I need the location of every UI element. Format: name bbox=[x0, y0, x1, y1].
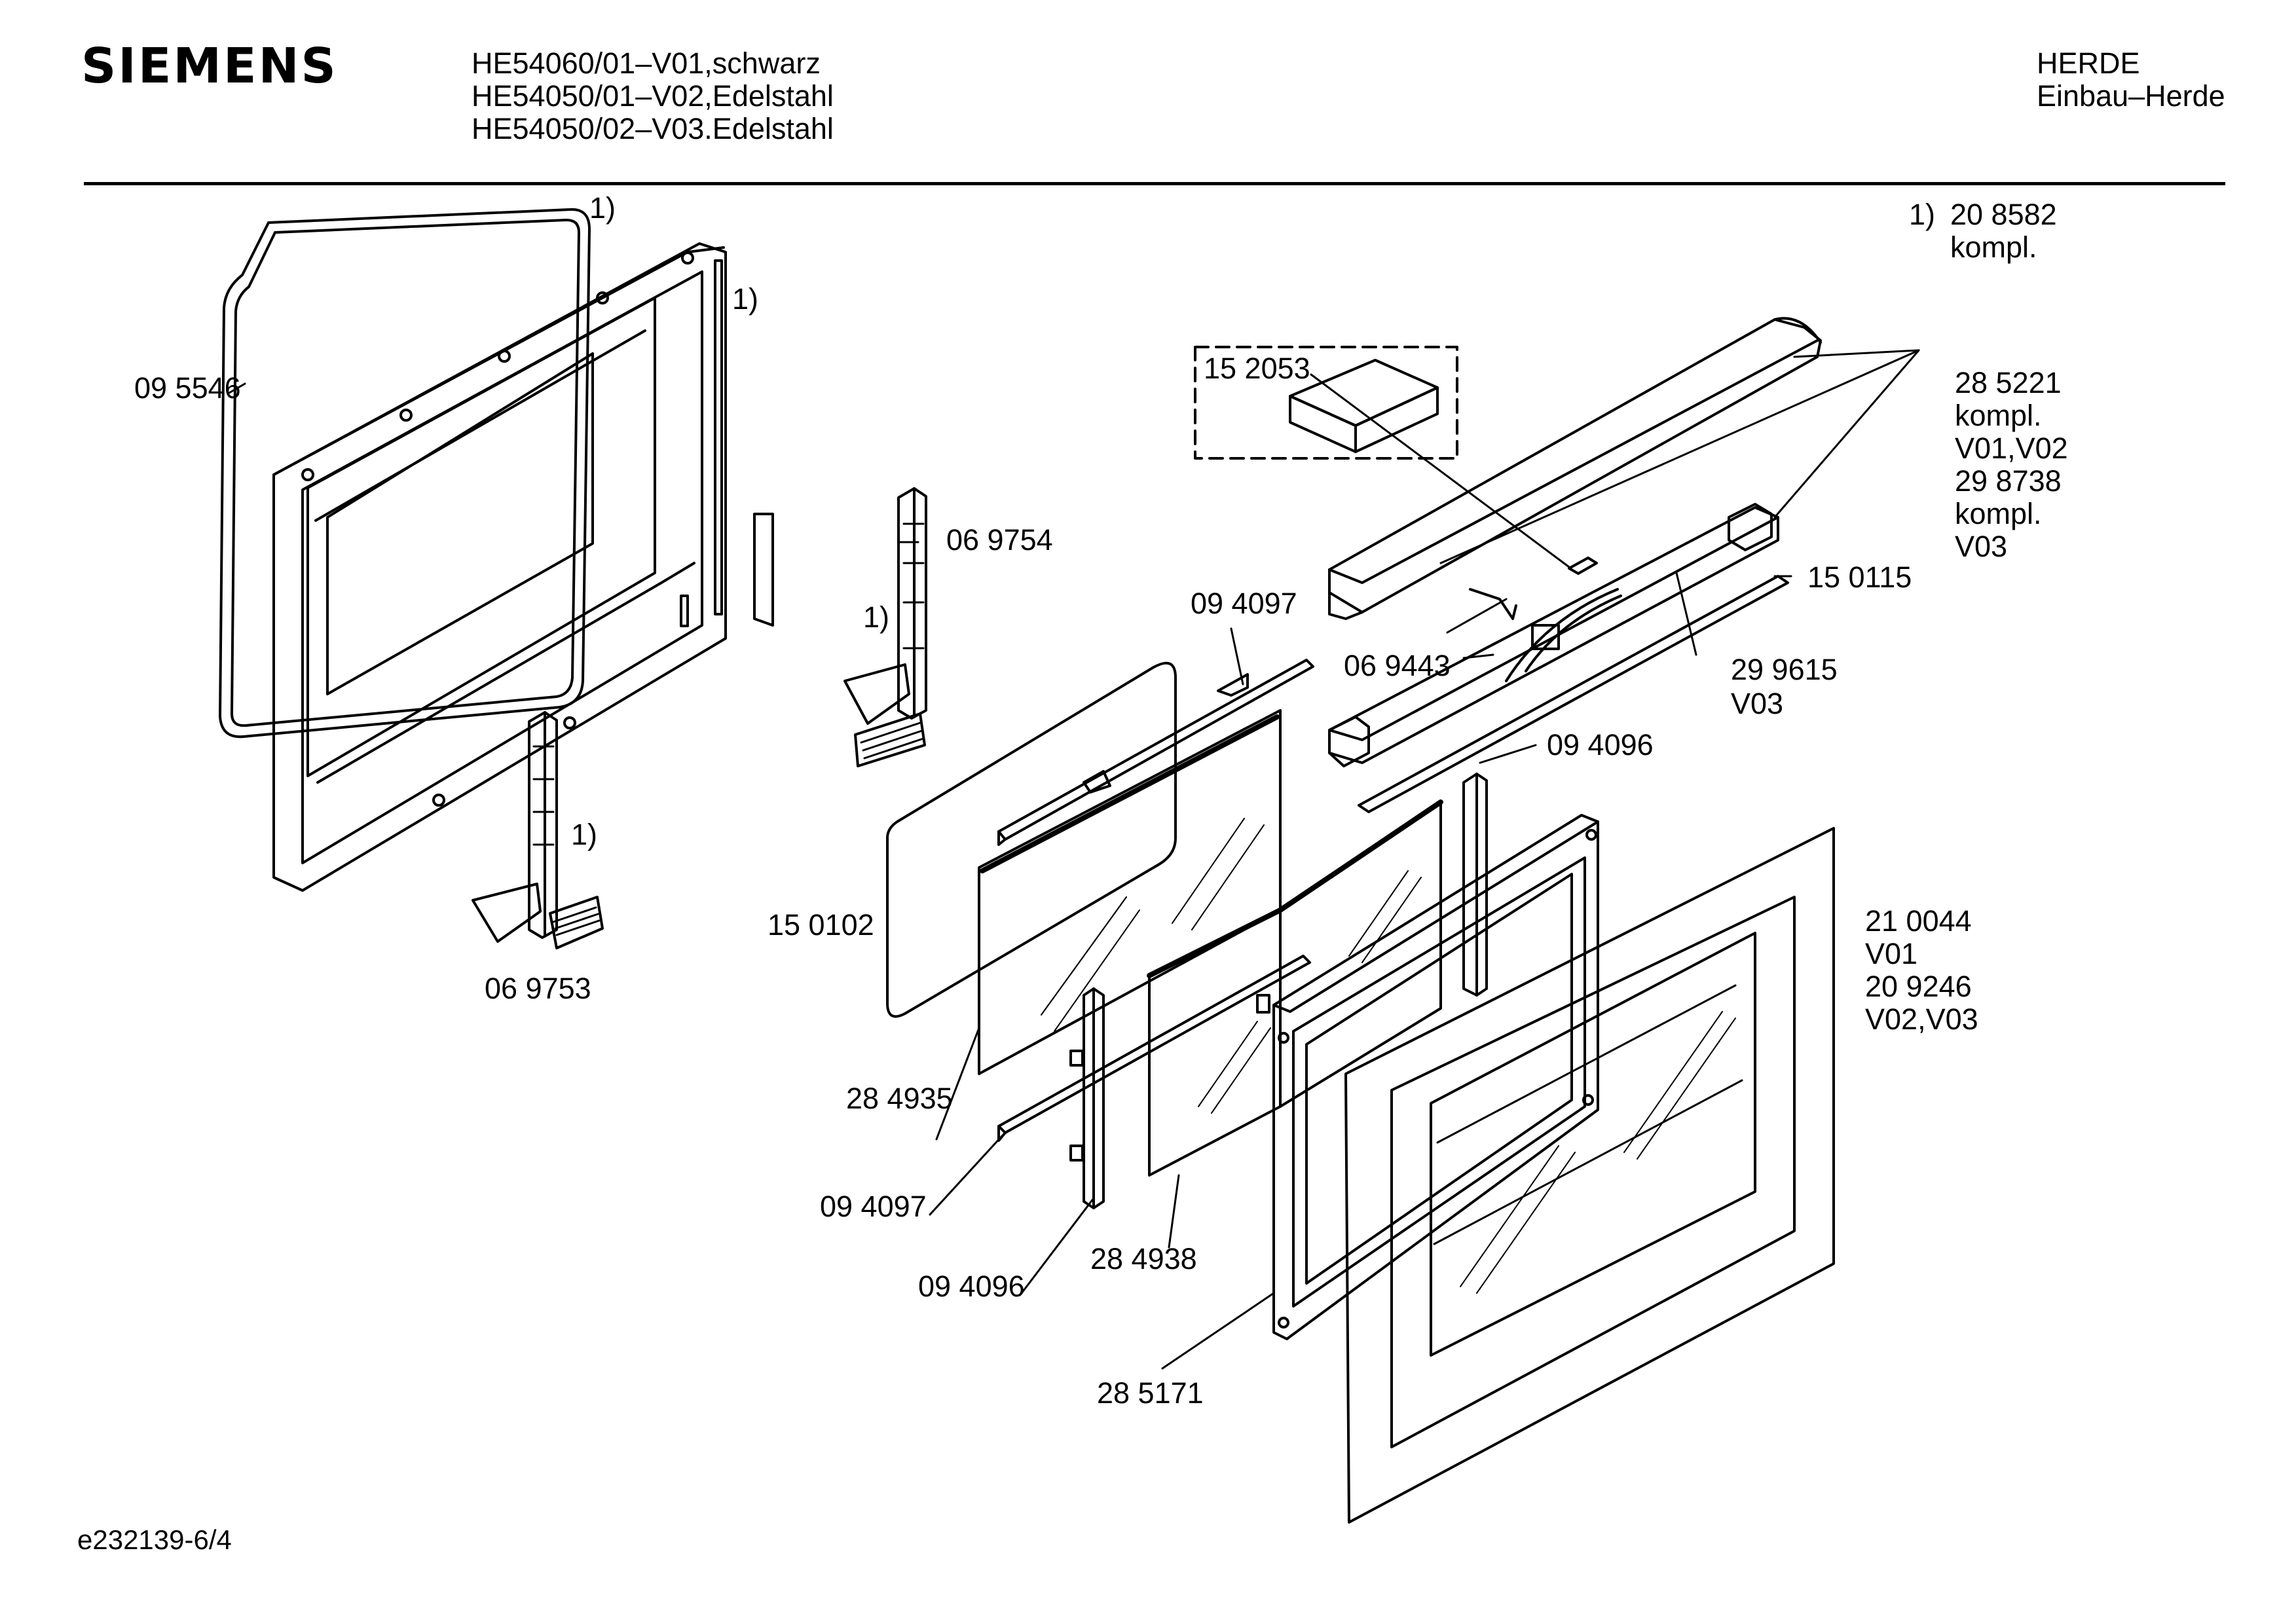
footnote-line: 20 8582 bbox=[1950, 198, 2057, 231]
footmark-hinge-left: 1) bbox=[571, 818, 597, 851]
footmark-gasket: 1) bbox=[589, 191, 616, 225]
footmark-inner-frame: 1) bbox=[732, 282, 758, 316]
callout-rail-top: 09 4097 bbox=[1191, 587, 1297, 620]
callout-insulation-glass: 15 0102 bbox=[768, 908, 874, 942]
callout-hinge-left: 06 9753 bbox=[485, 972, 591, 1005]
door-switch-part bbox=[1469, 557, 1598, 620]
callout-handle-set-6: V03 bbox=[1955, 530, 2007, 563]
callout-handle-set-2: kompl. bbox=[1955, 399, 2042, 432]
callout-strip: 15 0115 bbox=[1807, 560, 1912, 594]
callout-outer-door-4: V02,V03 bbox=[1865, 1002, 1978, 1036]
category-block: HERDE Einbau–Herde bbox=[2037, 47, 2225, 113]
footnote-line: kompl. bbox=[1950, 230, 2037, 264]
side-label-strip bbox=[753, 513, 774, 627]
inner-door-panel-part bbox=[1256, 814, 1599, 1340]
model-line: HE54050/02–V03.Edelstahl bbox=[472, 112, 834, 145]
callout-inner-door-panel: 28 5171 bbox=[1097, 1376, 1204, 1410]
hinge-left-part bbox=[472, 711, 604, 949]
middle-glass-part bbox=[978, 709, 1282, 1075]
insulation-glass-part bbox=[886, 661, 1177, 1018]
callout-trim-1: 29 9615 bbox=[1731, 653, 1838, 686]
category-subtitle: Einbau–Herde bbox=[2037, 79, 2225, 113]
model-line: HE54050/01–V02,Edelstahl bbox=[472, 79, 834, 113]
callout-middle-glass: 28 4935 bbox=[846, 1082, 953, 1115]
callout-side-strip-right: 09 4096 bbox=[1547, 728, 1654, 761]
category-title: HERDE bbox=[2037, 46, 2140, 80]
rail-bottom-part bbox=[997, 955, 1311, 1142]
pad-part bbox=[1289, 359, 1439, 453]
callout-outer-door-1: 21 0044 bbox=[1865, 904, 1972, 938]
callout-pad: 15 2053 bbox=[1204, 352, 1310, 385]
callout-rail-bottom: 09 4097 bbox=[820, 1190, 927, 1223]
glass-panel-back-part bbox=[1278, 799, 1443, 1108]
callout-gasket: 09 5546 bbox=[134, 371, 241, 405]
callout-handle-set-1: 28 5221 bbox=[1955, 366, 2062, 399]
callout-outer-door-3: 20 9246 bbox=[1865, 970, 1972, 1003]
callout-handle-set-5: kompl. bbox=[1955, 497, 2042, 530]
handle-bar-part bbox=[1328, 317, 1822, 620]
callout-inner-glass: 28 4938 bbox=[1090, 1242, 1197, 1275]
seal-strip-part bbox=[1358, 575, 1789, 813]
outer-door-panel-part bbox=[1344, 827, 1835, 1524]
callout-side-strip-left: 09 4096 bbox=[918, 1270, 1025, 1303]
drawing-number: e232139-6/4 bbox=[77, 1524, 232, 1555]
side-strip-left-part bbox=[1069, 987, 1105, 1209]
callout-hinge-right: 06 9754 bbox=[946, 523, 1053, 557]
hinge-right-part bbox=[843, 487, 927, 767]
header-divider bbox=[84, 182, 2225, 185]
leader-lines bbox=[228, 349, 1920, 1370]
siemens-logo: SIEMENS bbox=[81, 38, 338, 94]
model-line: HE54060/01–V01,schwarz bbox=[472, 46, 821, 80]
callout-handle-set-3: V01,V02 bbox=[1955, 431, 2068, 465]
footmark-hinge-right: 1) bbox=[863, 600, 889, 634]
pad-kit-box bbox=[1194, 346, 1458, 460]
callout-trim-2: V03 bbox=[1731, 687, 1783, 720]
callout-handle-set-4: 29 8738 bbox=[1955, 464, 2062, 498]
inner-glass-part bbox=[1147, 907, 1283, 1177]
handle-trim-part bbox=[1328, 503, 1779, 767]
callout-outer-door-2: V01 bbox=[1865, 937, 1917, 970]
rail-top-part bbox=[997, 659, 1314, 846]
callout-switch: 06 9443 bbox=[1344, 649, 1451, 682]
footnote-marker: 1) bbox=[1909, 198, 1935, 231]
inner-door-frame-part bbox=[272, 242, 727, 892]
side-strip-right-part bbox=[1462, 773, 1488, 997]
model-list: HE54060/01–V01,schwarz HE54050/01–V02,Ed… bbox=[472, 47, 834, 145]
